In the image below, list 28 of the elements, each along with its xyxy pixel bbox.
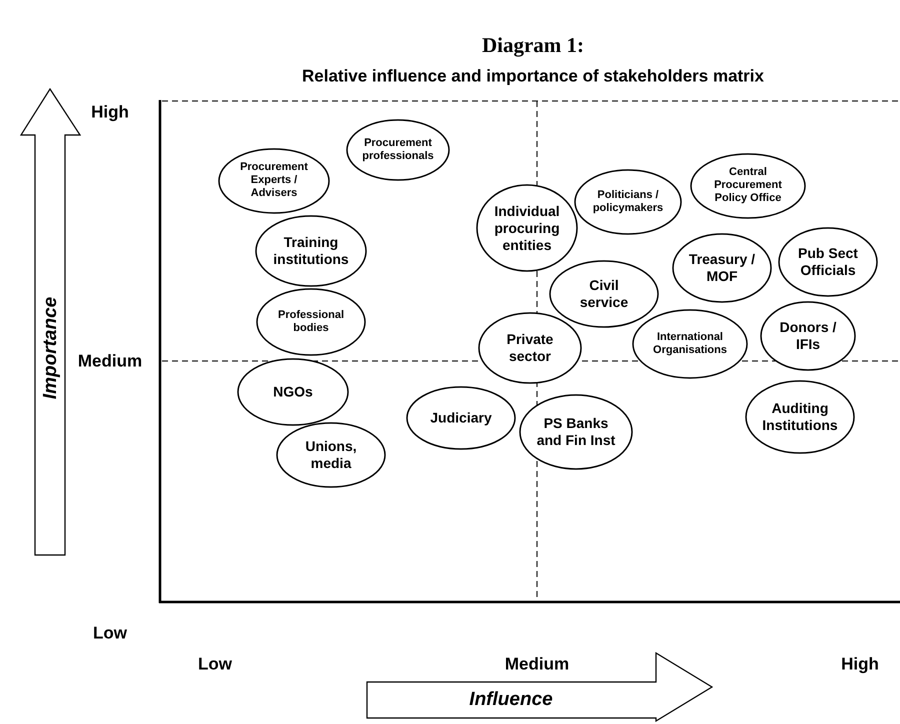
stakeholder-label: Central Procurement Policy Office <box>713 166 783 206</box>
stakeholder-label: Civil service <box>578 277 630 311</box>
stakeholder-label: Training institutions <box>272 234 350 268</box>
stakeholder-label: Judiciary <box>429 410 493 426</box>
stakeholder-label: Pub Sect Officials <box>797 245 859 279</box>
stakeholder-label: Procurement professionals <box>361 136 435 164</box>
axis-level-label: High <box>91 101 129 124</box>
stakeholder-label: Individual procuring entities <box>493 202 561 254</box>
axis-title: Importance <box>38 296 62 400</box>
axis-level-label: Low <box>93 622 127 644</box>
stakeholder-label: PS Banks and Fin Inst <box>536 415 616 449</box>
axis-level-label: Medium <box>78 350 142 372</box>
axis-level-label: Medium <box>504 653 570 676</box>
stakeholder-label: Unions, media <box>304 438 358 472</box>
stakeholder-label: Politicians / policymakers <box>592 188 664 216</box>
axis-level-label: Low <box>198 653 232 676</box>
axis-title: Influence <box>469 688 553 712</box>
diagram-title: Diagram 1: <box>480 32 586 59</box>
stakeholder-label: Procurement Experts / Advisers <box>239 161 309 201</box>
stakeholder-label: International Organisations <box>652 330 728 358</box>
stakeholder-label: Professional bodies <box>276 308 346 336</box>
subtitle: Relative influence and importance of stakeholders matrix <box>302 65 764 88</box>
stakeholder-label: Treasury / MOF <box>688 251 756 285</box>
stakeholder-label: Private sector <box>506 331 554 365</box>
stakeholder-label: NGOs <box>272 384 314 400</box>
stakeholder-label: Donors / IFIs <box>778 319 838 353</box>
axis-level-label: High <box>841 653 879 676</box>
stakeholder-label: Auditing Institutions <box>761 400 839 434</box>
